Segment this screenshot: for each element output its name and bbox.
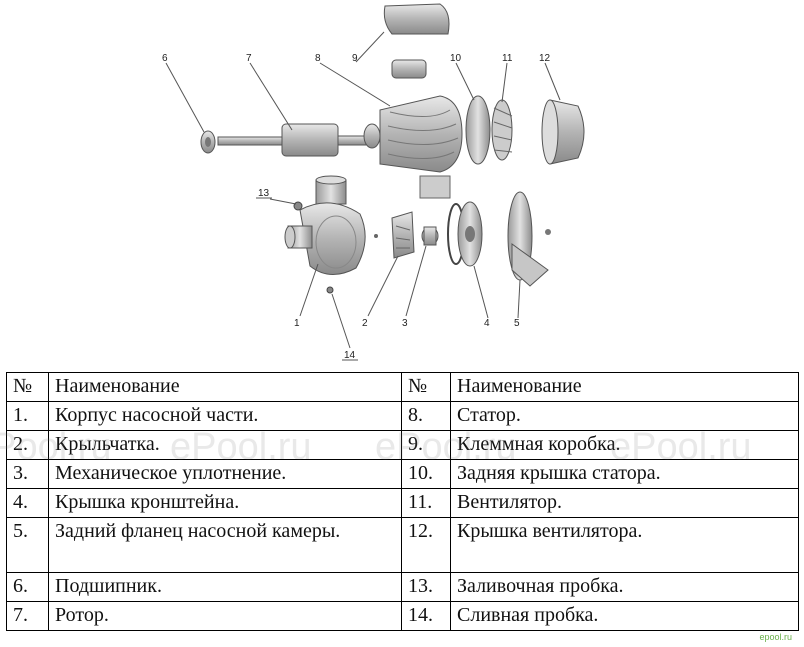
table-row: 3. Механическое уплотнение. 10. Задняя к… bbox=[6, 459, 799, 489]
callout-3: 3 bbox=[402, 318, 408, 329]
cell-number: 14. bbox=[401, 601, 451, 631]
cell-name: Задняя крышка статора. bbox=[450, 459, 799, 489]
rear-stator-cover-part bbox=[465, 95, 491, 165]
cell-number: 1. bbox=[6, 401, 49, 431]
table-row: 2. Крыльчатка. 9. Клеммная коробка. bbox=[6, 430, 799, 460]
pump-housing-part bbox=[284, 175, 366, 275]
callout-8: 8 bbox=[315, 53, 321, 64]
cell-name: Вентилятор. bbox=[450, 488, 799, 518]
callout-2: 2 bbox=[362, 318, 368, 329]
cell-name: Ротор. bbox=[48, 601, 402, 631]
cell-name: Крышка кронштейна. bbox=[48, 488, 402, 518]
callout-11: 11 bbox=[502, 53, 513, 64]
cell-number: 13. bbox=[401, 572, 451, 602]
brand-logo: epool.ru bbox=[759, 632, 792, 642]
parts-table: № Наименование № Наименование 1. Корпус … bbox=[6, 372, 799, 631]
cell-number: 6. bbox=[6, 572, 49, 602]
callout-6: 6 bbox=[162, 53, 168, 64]
callout-14: 14 bbox=[344, 350, 356, 361]
exploded-pump-diagram: 1 2 3 4 5 6 7 8 9 10 11 12 13 14 bbox=[162, 3, 585, 361]
header-number: № bbox=[6, 372, 49, 402]
cell-name: Подшипник. bbox=[48, 572, 402, 602]
cell-name: Заливочная пробка. bbox=[450, 572, 799, 602]
rotor-part bbox=[217, 123, 367, 157]
cell-number: 9. bbox=[401, 430, 451, 460]
leader-lines bbox=[165, 31, 561, 349]
impeller-part bbox=[374, 211, 415, 259]
callout-1: 1 bbox=[294, 318, 300, 329]
cell-number: 3. bbox=[6, 459, 49, 489]
header-name: Наименование bbox=[450, 372, 799, 402]
callout-10: 10 bbox=[450, 53, 462, 64]
rear-flange-part bbox=[507, 191, 551, 287]
mechanical-seal-part bbox=[421, 226, 439, 246]
cell-name: Крышка вентилятора. bbox=[450, 517, 799, 573]
table-row: 7. Ротор. 14. Сливная пробка. bbox=[6, 601, 799, 631]
fan-cover-part bbox=[541, 99, 585, 165]
cell-number: 2. bbox=[6, 430, 49, 460]
cell-name: Крыльчатка. bbox=[48, 430, 402, 460]
cell-name: Сливная пробка. bbox=[450, 601, 799, 631]
bearing-part bbox=[200, 130, 216, 154]
cell-name: Статор. bbox=[450, 401, 799, 431]
cell-number: 11. bbox=[401, 488, 451, 518]
stator-part bbox=[363, 95, 463, 199]
cell-number: 5. bbox=[6, 517, 49, 573]
cell-name: Механическое уплотнение. bbox=[48, 459, 402, 489]
table-row: 6. Подшипник. 13. Заливочная пробка. bbox=[6, 572, 799, 602]
header-name: Наименование bbox=[48, 372, 402, 402]
callout-9: 9 bbox=[352, 53, 358, 64]
fan-part bbox=[491, 99, 513, 161]
callout-5: 5 bbox=[514, 318, 520, 329]
cell-number: 4. bbox=[6, 488, 49, 518]
terminal-box-part bbox=[383, 3, 450, 79]
cell-number: 12. bbox=[401, 517, 451, 573]
cell-name: Клеммная коробка. bbox=[450, 430, 799, 460]
filling-plug-part bbox=[293, 201, 303, 211]
cell-name: Корпус насосной части. bbox=[48, 401, 402, 431]
cell-number: 7. bbox=[6, 601, 49, 631]
table-row: 4. Крышка кронштейна. 11. Вентилятор. bbox=[6, 488, 799, 518]
cell-number: 8. bbox=[401, 401, 451, 431]
callout-4: 4 bbox=[484, 318, 490, 329]
bracket-cover-part bbox=[447, 201, 483, 267]
cell-name: Задний фланец насосной камеры. bbox=[48, 517, 402, 573]
callout-7: 7 bbox=[246, 53, 252, 64]
table-header-row: № Наименование № Наименование bbox=[6, 372, 799, 402]
header-number: № bbox=[401, 372, 451, 402]
cell-number: 10. bbox=[401, 459, 451, 489]
callout-12: 12 bbox=[539, 53, 551, 64]
table-row: 1. Корпус насосной части. 8. Статор. bbox=[6, 401, 799, 431]
drain-plug-part bbox=[326, 286, 334, 294]
callout-13: 13 bbox=[258, 188, 270, 199]
table-row: 5. Задний фланец насосной камеры. 12. Кр… bbox=[6, 517, 799, 573]
